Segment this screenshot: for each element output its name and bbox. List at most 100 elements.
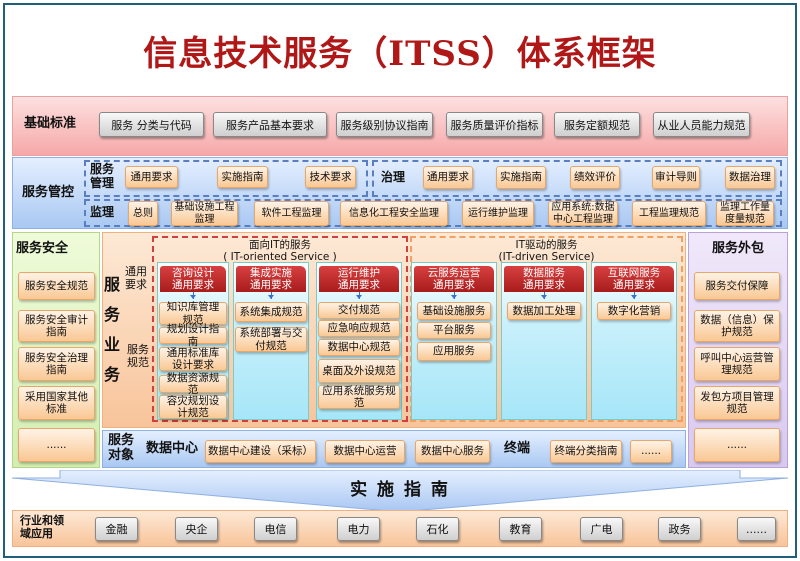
supervision-group xyxy=(84,199,782,227)
foundation-item[interactable]: 服务级别协议指南 xyxy=(336,112,433,137)
outsourcing-item[interactable]: ...... xyxy=(694,428,780,462)
arrow-down-icon xyxy=(268,292,274,299)
terminal-label: 终端 xyxy=(503,441,530,456)
industry-item[interactable]: ...... xyxy=(737,517,776,541)
supervision-item[interactable]: 信息化工程安全监理 xyxy=(340,201,448,226)
security-item[interactable]: 服务安全审计指南 xyxy=(18,310,95,342)
spec-item[interactable]: 系统部署与交付规范 xyxy=(235,327,307,352)
industry-item[interactable]: 石化 xyxy=(416,517,459,541)
foundation-item[interactable]: 服务质量评价指标 xyxy=(446,112,543,137)
outsourcing-item[interactable]: 呼叫中心运营管理规范 xyxy=(694,347,780,381)
governance-item[interactable]: 审计导则 xyxy=(652,166,700,189)
column-header[interactable]: 互联网服务 通用要求 xyxy=(594,266,674,292)
column-header[interactable]: 云服务运营 通用要求 xyxy=(414,266,494,292)
business-label: 服务业务 xyxy=(104,275,121,384)
spec-item[interactable]: 应急响应规范 xyxy=(318,320,400,337)
it-driven-title: IT驱动的服务 xyxy=(515,239,578,251)
datacenter-item[interactable]: 数据中心服务 xyxy=(415,440,490,463)
spec-item[interactable]: 应用服务 xyxy=(417,342,491,361)
supervision-item[interactable]: 总则 xyxy=(128,201,158,226)
guide-label: 实 施 指 南 xyxy=(350,480,450,500)
industry-item[interactable]: 教育 xyxy=(499,517,542,541)
page-title: 信息技术服务（ITSS）体系框架 xyxy=(143,34,657,74)
spec-item[interactable]: 数字化营销 xyxy=(597,302,671,320)
datacenter-label: 数据中心 xyxy=(145,441,198,456)
foundation-label: 基础标准 xyxy=(23,116,76,131)
management-label: 服务管理 xyxy=(89,162,114,190)
governance-item[interactable]: 实施指南 xyxy=(496,166,546,189)
supervision-item[interactable]: 监理工作量度量规范 xyxy=(716,201,774,226)
datacenter-item[interactable]: 数据中心运营 xyxy=(325,440,405,463)
supervision-item[interactable]: 运行维护监理 xyxy=(462,201,534,226)
outsourcing-item[interactable]: 数据（信息）保护规范 xyxy=(694,310,780,342)
arrow-down-icon xyxy=(451,292,457,299)
it-oriented-group xyxy=(152,236,408,422)
outsourcing-item[interactable]: 发包方项目管理规范 xyxy=(694,386,780,420)
arrow-down-icon xyxy=(541,292,547,299)
spec-item[interactable]: 系统集成规范 xyxy=(235,302,307,322)
foundation-item[interactable]: 服务产品基本要求 xyxy=(213,112,327,137)
terminal-item[interactable]: ...... xyxy=(630,440,672,463)
it-oriented-subtitle: ( IT-oriented Service ) xyxy=(223,251,337,263)
governance-label: 治理 xyxy=(380,170,405,184)
supervision-item[interactable]: 工程监理规范 xyxy=(632,201,706,226)
arrow-down-icon xyxy=(356,292,362,299)
spec-item[interactable]: 应用系统服务规范 xyxy=(318,385,400,409)
governance-item[interactable]: 数据治理 xyxy=(725,166,775,189)
governance-item[interactable]: 绩效评价 xyxy=(570,166,620,189)
security-item[interactable]: 采用国家其他标准 xyxy=(18,386,95,420)
it-driven-subtitle: (IT-driven Service) xyxy=(498,251,595,263)
spec-item[interactable]: 平台服务 xyxy=(417,322,491,339)
arrow-down-icon xyxy=(631,292,637,299)
industry-item[interactable]: 广电 xyxy=(580,517,623,541)
spec-item[interactable]: 通用标准库设计要求 xyxy=(159,347,227,371)
supervision-item[interactable]: 应用系统:数据中心工程监理 xyxy=(548,201,618,226)
industry-label: 行业和领域应用 xyxy=(20,514,64,540)
spec-item[interactable]: 规划设计指南 xyxy=(159,323,227,348)
industry-item[interactable]: 金融 xyxy=(95,517,138,541)
column-header[interactable]: 集成实施 通用要求 xyxy=(236,266,306,292)
outsourcing-title: 服务外包 xyxy=(711,241,764,256)
terminal-item[interactable]: 终端分类指南 xyxy=(550,440,622,463)
management-item[interactable]: 通用要求 xyxy=(125,166,178,188)
foundation-item[interactable]: 从业人员能力规范 xyxy=(653,112,750,137)
management-item[interactable]: 实施指南 xyxy=(217,166,268,188)
spec-item[interactable]: 容灾规划设计规范 xyxy=(159,395,227,419)
foundation-item[interactable]: 服务 分类与代码 xyxy=(99,112,204,137)
it-oriented-title: 面向IT的服务 xyxy=(248,239,311,251)
supervision-item[interactable]: 软件工程监理 xyxy=(254,201,329,226)
governance-item[interactable]: 通用要求 xyxy=(423,166,473,189)
foundation-item[interactable]: 服务定额规范 xyxy=(554,112,640,137)
spec-item[interactable]: 知识库管理规范 xyxy=(159,301,227,326)
column-header[interactable]: 运行维护 通用要求 xyxy=(319,266,399,292)
security-title: 服务安全 xyxy=(16,241,69,256)
industry-item[interactable]: 电信 xyxy=(254,517,297,541)
spec-item[interactable]: 桌面及外设规范 xyxy=(318,359,400,383)
objects-label: 服务对象 xyxy=(107,433,134,463)
governance-group xyxy=(372,160,782,197)
security-item[interactable]: ...... xyxy=(18,428,95,462)
guide-arrow xyxy=(12,470,788,512)
service-spec-label: 服务规范 xyxy=(127,343,149,369)
management-item[interactable]: 技术要求 xyxy=(305,166,356,188)
supervision-item[interactable]: 基础设施工程监理 xyxy=(171,201,238,226)
spec-item[interactable]: 基础设施服务 xyxy=(417,302,491,320)
security-item[interactable]: 服务安全治理指南 xyxy=(18,347,95,381)
spec-item[interactable]: 数据加工处理 xyxy=(507,302,581,320)
general-requirements-label: 通用要求 xyxy=(125,265,147,291)
column-header[interactable]: 咨询设计 通用要求 xyxy=(160,266,226,292)
control-label: 服务管控 xyxy=(21,185,74,200)
industry-item[interactable]: 央企 xyxy=(175,517,218,541)
spec-item[interactable]: 交付规范 xyxy=(318,302,400,319)
supervision-label: 监理 xyxy=(89,205,114,219)
industry-item[interactable]: 政务 xyxy=(658,517,701,541)
spec-item[interactable]: 数据中心规范 xyxy=(318,339,400,356)
arrow-down-icon xyxy=(190,292,196,299)
column-header[interactable]: 数据服务 通用要求 xyxy=(504,266,584,292)
outsourcing-item[interactable]: 服务交付保障 xyxy=(694,272,780,300)
security-item[interactable]: 服务安全规范 xyxy=(18,272,95,300)
datacenter-item[interactable]: 数据中心建设（采标） xyxy=(205,440,316,463)
spec-item[interactable]: 数据资源规范 xyxy=(159,372,227,396)
management-group xyxy=(84,160,368,197)
industry-item[interactable]: 电力 xyxy=(337,517,380,541)
